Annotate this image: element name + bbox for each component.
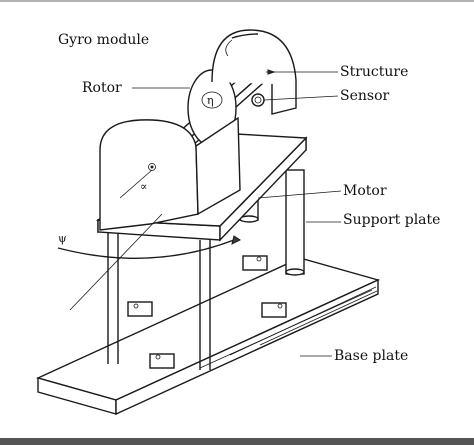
- base-brackets: [127, 255, 287, 369]
- rotation-marks: [57, 39, 241, 311]
- leader-sensor: [263, 95, 339, 101]
- base-plate: [35, 257, 381, 416]
- rear-casing: [211, 29, 297, 115]
- label-support-plate: Support plate: [343, 212, 440, 228]
- label-rotor: Rotor: [82, 80, 122, 96]
- label-structure: Structure: [340, 64, 408, 80]
- label-motor: Motor: [343, 183, 387, 199]
- label-gyro-module: Gyro module: [58, 32, 149, 48]
- label-base-plate: Base plate: [334, 348, 408, 364]
- sensor: [251, 93, 265, 107]
- label-sensor: Sensor: [340, 88, 390, 104]
- front-casing: [99, 116, 241, 231]
- support-legs: [107, 169, 305, 370]
- psi-symbol: ψ: [58, 232, 67, 245]
- bottom-bar: [0, 438, 474, 445]
- leader-motor: [257, 190, 342, 199]
- alpha-symbol: ∝: [140, 180, 147, 193]
- eta-symbol: η: [207, 94, 214, 107]
